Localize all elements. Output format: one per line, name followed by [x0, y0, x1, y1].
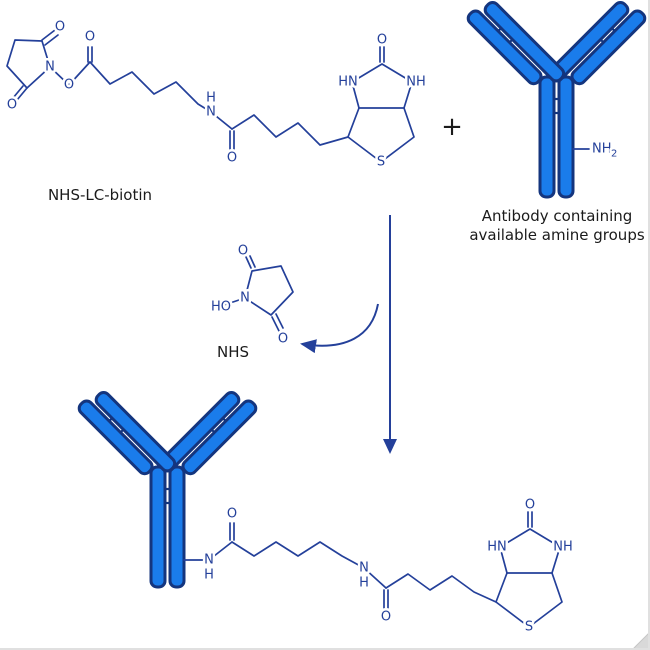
bond	[12, 85, 24, 99]
antibody-product-graphic	[77, 386, 259, 587]
amine-group: NH 2	[572, 139, 620, 162]
bond	[275, 313, 284, 329]
reaction-arrow	[383, 215, 397, 454]
antibody-reactant-graphic	[466, 0, 648, 197]
bond	[245, 256, 252, 269]
bond	[231, 541, 365, 569]
bond	[49, 61, 91, 86]
atom-nh: NH	[406, 75, 426, 90]
bond	[499, 528, 561, 574]
atom-nitrogen: N	[206, 105, 216, 120]
byproduct-curved-arrow	[300, 303, 379, 354]
page-corner-fold	[633, 633, 648, 648]
atom-nitrogen: N	[204, 553, 214, 568]
bond	[231, 114, 349, 146]
bond	[351, 63, 413, 109]
atom-nitrogen: N	[45, 60, 55, 75]
bond	[223, 297, 246, 306]
amine-nh-label: NH	[592, 142, 612, 157]
atom-sulfur: S	[525, 620, 533, 635]
reactant1-label: NHS-LC-biotin	[48, 186, 152, 204]
atom-hn: HN	[338, 75, 358, 90]
atom-sulfur: S	[377, 155, 385, 170]
biotinylated-product-structure: N H O N H O HN O NH S	[183, 495, 575, 637]
bond	[41, 29, 56, 41]
bond	[89, 61, 233, 130]
atom-oxygen: O	[525, 498, 535, 513]
bond	[363, 567, 387, 589]
atom-oxygen: O	[381, 610, 391, 625]
atom-hydrogen: H	[204, 568, 214, 583]
reaction-arrowhead-icon	[383, 439, 397, 454]
reactant2-label-line2: available amine groups	[469, 226, 645, 244]
nhs-byproduct-structure: O O N HO	[208, 241, 294, 349]
bond	[208, 541, 233, 561]
atom-hn: HN	[487, 540, 507, 555]
bond	[244, 265, 294, 316]
atom-oxygen: O	[85, 30, 95, 45]
byproduct-label: NHS	[217, 343, 249, 361]
atom-oxygen: O	[64, 78, 74, 93]
atom-oxygen: O	[377, 33, 387, 48]
amine-subscript: 2	[611, 149, 617, 160]
bond	[6, 39, 51, 89]
bond	[385, 573, 497, 603]
atom-nh: NH	[553, 540, 573, 555]
atom-ho: HO	[211, 300, 231, 315]
atom-nitrogen: N	[240, 291, 250, 306]
atom-nitrogen: N	[359, 561, 369, 576]
atom-oxygen: O	[55, 20, 65, 35]
plus-sign: +	[441, 112, 463, 142]
atom-oxygen: O	[278, 332, 288, 347]
bond	[16, 87, 28, 101]
nhs-lc-biotin-structure: O O N O O H N O HN O NH S	[4, 17, 428, 172]
bond	[347, 107, 415, 163]
atom-oxygen: O	[227, 507, 237, 522]
bond	[249, 255, 256, 268]
bond	[271, 316, 280, 332]
bond	[495, 572, 563, 628]
atom-hydrogen: H	[359, 576, 369, 591]
bond	[44, 34, 59, 46]
atom-oxygen: O	[227, 151, 237, 166]
reactant2-label-line1: Antibody containing	[482, 207, 633, 225]
atom-hydrogen: H	[206, 91, 216, 106]
atom-oxygen: O	[7, 98, 17, 113]
atom-oxygen: O	[238, 244, 248, 259]
